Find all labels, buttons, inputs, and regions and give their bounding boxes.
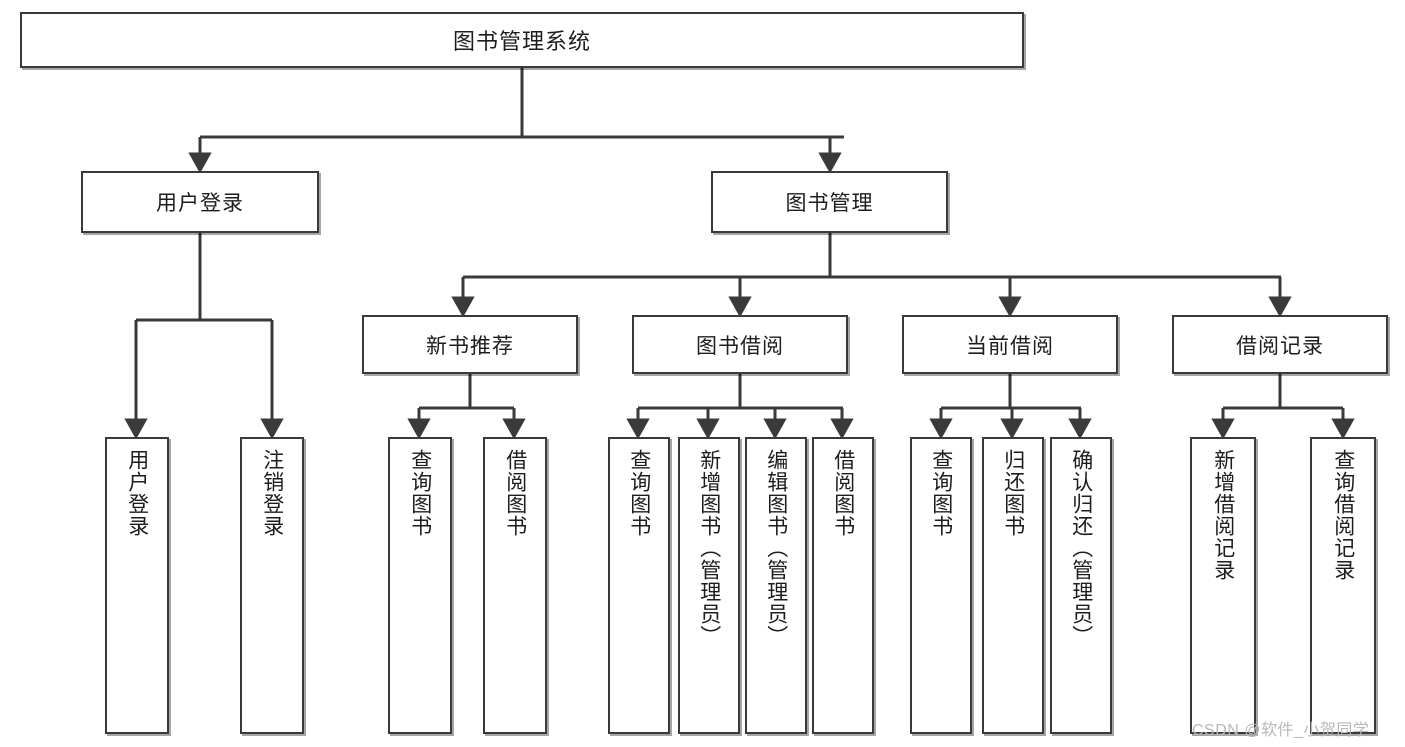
- node-borrow-record-label: 借阅记录: [1236, 334, 1324, 358]
- watermark-text: CSDN @软件_小贺同学: [1192, 722, 1370, 739]
- edges-book-manage-to-level3: [451, 233, 1292, 318]
- node-leaf-borrow-book-1-label: 借阅图书: [503, 449, 527, 537]
- node-leaf-return-book[interactable]: 归还图书: [982, 437, 1044, 734]
- edges-new-book-recommend-to-leaves: [407, 374, 526, 440]
- node-leaf-borrow-book-1[interactable]: 借阅图书: [483, 437, 547, 734]
- node-leaf-query-book-2[interactable]: 查询图书: [608, 437, 670, 734]
- node-book-manage[interactable]: 图书管理: [711, 171, 948, 233]
- node-book-manage-label: 图书管理: [785, 192, 874, 215]
- node-new-book-recommend[interactable]: 新书推荐: [362, 315, 578, 374]
- edges-root-to-level2: [188, 68, 844, 174]
- node-leaf-query-book-1-label: 查询图书: [408, 449, 432, 537]
- node-leaf-borrow-book-2-label: 借阅图书: [831, 449, 855, 537]
- node-leaf-query-book-3[interactable]: 查询图书: [910, 437, 972, 734]
- node-book-borrow-label: 图书借阅: [696, 334, 784, 358]
- edges-book-borrow-to-leaves: [626, 374, 854, 440]
- node-leaf-edit-book-label: 编辑图书（管理员）: [764, 449, 788, 647]
- edges-borrow-record-to-leaves: [1211, 374, 1355, 440]
- node-leaf-query-book-2-label: 查询图书: [627, 449, 651, 537]
- node-root-label: 图书管理系统: [452, 29, 591, 54]
- node-leaf-confirm-return[interactable]: 确认归还（管理员）: [1050, 437, 1112, 734]
- node-leaf-query-record[interactable]: 查询借阅记录: [1310, 437, 1376, 734]
- node-leaf-user-login[interactable]: 用户登录: [105, 437, 169, 734]
- node-leaf-add-record-label: 新增借阅记录: [1211, 449, 1235, 581]
- node-root[interactable]: 图书管理系统: [20, 12, 1024, 68]
- node-leaf-confirm-return-label: 确认归还（管理员）: [1069, 449, 1093, 647]
- node-user-login-label: 用户登录: [156, 192, 244, 215]
- node-leaf-add-book[interactable]: 新增图书（管理员）: [678, 437, 740, 734]
- node-current-borrow-label: 当前借阅: [966, 334, 1054, 358]
- node-leaf-user-logout[interactable]: 注销登录: [240, 437, 304, 734]
- node-book-borrow[interactable]: 图书借阅: [632, 315, 848, 374]
- edges-current-borrow-to-leaves: [929, 374, 1092, 440]
- edges-user-login-to-leaves: [124, 233, 284, 440]
- node-leaf-add-book-label: 新增图书（管理员）: [697, 449, 721, 647]
- node-leaf-query-book-1[interactable]: 查询图书: [388, 437, 452, 734]
- node-current-borrow[interactable]: 当前借阅: [902, 315, 1118, 374]
- node-leaf-query-book-3-label: 查询图书: [929, 449, 953, 537]
- node-leaf-query-record-label: 查询借阅记录: [1331, 449, 1355, 581]
- node-leaf-user-login-label: 用户登录: [125, 449, 149, 537]
- node-borrow-record[interactable]: 借阅记录: [1172, 315, 1388, 374]
- node-user-login[interactable]: 用户登录: [81, 171, 319, 233]
- watermark: CSDN @软件_小贺同学: [1192, 716, 1369, 740]
- node-leaf-borrow-book-2[interactable]: 借阅图书: [812, 437, 874, 734]
- node-leaf-user-logout-label: 注销登录: [260, 449, 284, 537]
- node-leaf-edit-book[interactable]: 编辑图书（管理员）: [745, 437, 807, 734]
- node-leaf-add-record[interactable]: 新增借阅记录: [1190, 437, 1256, 734]
- node-new-book-recommend-label: 新书推荐: [426, 334, 514, 358]
- node-leaf-return-book-label: 归还图书: [1001, 449, 1025, 537]
